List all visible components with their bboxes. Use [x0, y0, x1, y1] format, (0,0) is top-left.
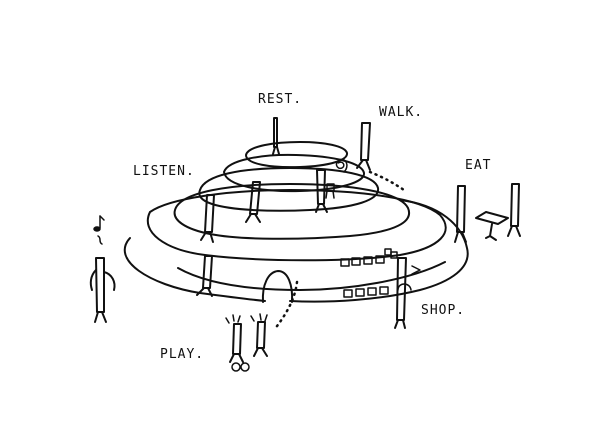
- table-icon: [475, 211, 509, 241]
- label-rest: REST.: [258, 92, 303, 107]
- label-walk: WALK.: [379, 105, 424, 120]
- chair-figure: [315, 169, 335, 213]
- eat-figure-left: [454, 185, 467, 243]
- label-play: PLAY.: [160, 347, 205, 362]
- upper-windows: [340, 248, 398, 267]
- play-figure-left: [225, 314, 244, 363]
- music-note-icon: [93, 215, 105, 245]
- shop-figure: [394, 257, 407, 329]
- label-eat: EAT: [465, 158, 492, 173]
- eat-figure-right: [507, 183, 521, 237]
- arch-entrance: [261, 270, 294, 303]
- listen-figure-middle: [200, 194, 215, 243]
- ball-icon: [231, 362, 250, 372]
- lower-windows: [343, 286, 389, 298]
- building-fourth-tier: [223, 153, 365, 193]
- building-base: [123, 189, 469, 303]
- ground-figure: [196, 255, 213, 297]
- label-shop: SHOP.: [421, 303, 466, 318]
- dotted-walk-path: [272, 170, 406, 332]
- building-top-tier: [245, 141, 348, 169]
- listen-figure-upper: [245, 181, 261, 223]
- building-upper-tier: [198, 167, 380, 212]
- walk-figure: [356, 122, 371, 171]
- play-figure-right: [250, 313, 268, 357]
- music-listener-figure: [89, 257, 116, 323]
- swirl-decoration: [335, 158, 348, 173]
- rest-figure: [272, 117, 280, 155]
- label-listen: LISTEN.: [133, 164, 195, 179]
